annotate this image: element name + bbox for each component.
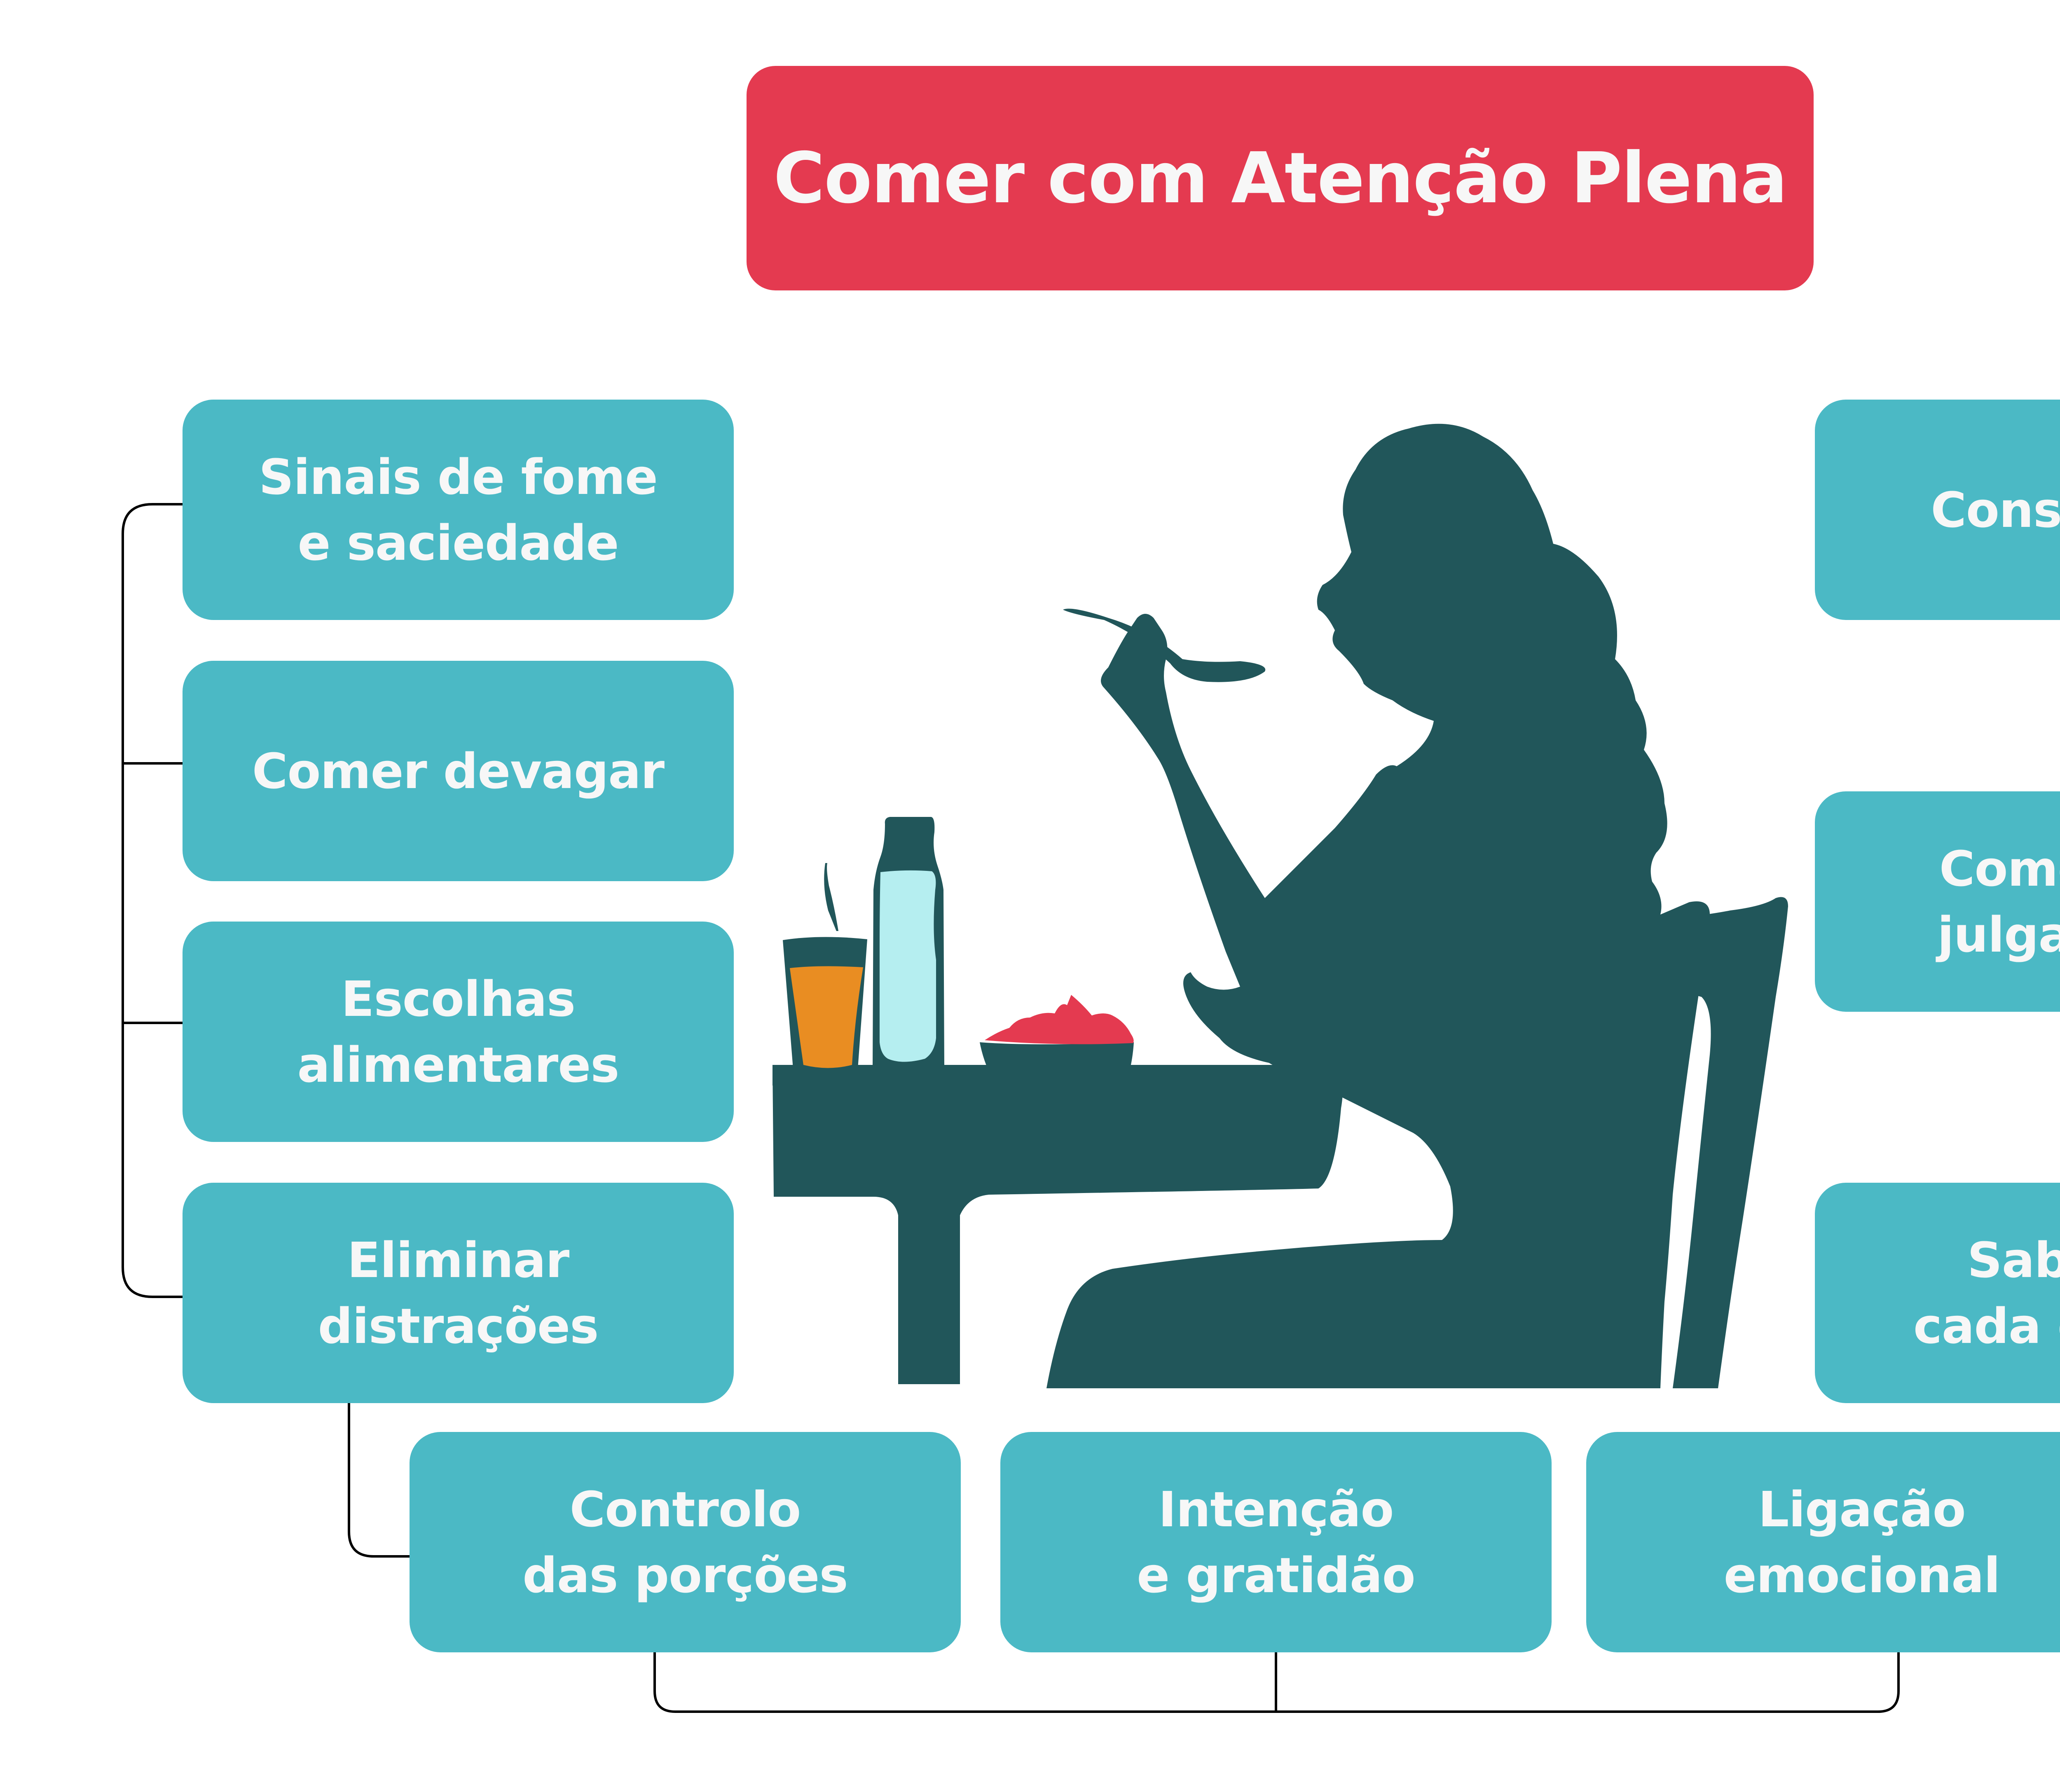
left-bracket	[122, 503, 184, 1298]
woman-silhouette-icon	[1046, 423, 1710, 1388]
node-ligacao-emocional: Ligação emocional	[1586, 1432, 2060, 1652]
node-eliminar-distracoes: Eliminar distrações	[183, 1183, 734, 1403]
node-escolhas-alimentares: Escolhas alimentares	[183, 922, 734, 1142]
node-sinais-de-fome: Sinais de fome e saciedade	[183, 400, 734, 620]
node-label: Intenção e gratidão	[1137, 1481, 1415, 1604]
juice-fill	[790, 966, 863, 1068]
left-lower-connector	[348, 1402, 411, 1558]
node-label: Saborear cada garfada	[1913, 1231, 2060, 1355]
title-banner: Comer com Atenção Plena	[747, 66, 1814, 290]
chair-icon	[1673, 897, 1788, 1388]
node-controlo-porcoes: Controlo das porções	[410, 1432, 961, 1652]
node-intencao-gratidao: Intenção e gratidão	[1000, 1432, 1552, 1652]
node-consciencia: Consciência	[1815, 400, 2060, 620]
node-label: Ligação emocional	[1723, 1481, 2001, 1604]
table-icon	[772, 1067, 1343, 1384]
node-label: Comer devagar	[252, 742, 665, 800]
node-comer-sem-julgamento: Comer sem julgamento	[1815, 791, 2060, 1012]
berries-icon	[985, 995, 1134, 1044]
node-label: Controlo das porções	[522, 1481, 848, 1604]
water-fill	[880, 870, 936, 1062]
node-label: Eliminar distrações	[318, 1231, 599, 1355]
node-label: Escolhas alimentares	[297, 970, 619, 1093]
node-comer-devagar: Comer devagar	[183, 661, 734, 881]
node-saborear: Saborear cada garfada	[1815, 1183, 2060, 1403]
node-label: Sinais de fome e saciedade	[259, 448, 658, 571]
page-title: Comer com Atenção Plena	[773, 137, 1787, 219]
node-label: Consciência	[1931, 481, 2060, 538]
bowl-icon	[980, 1042, 1134, 1153]
node-label: Comer sem julgamento	[1937, 840, 2060, 963]
straw-icon	[824, 863, 838, 931]
